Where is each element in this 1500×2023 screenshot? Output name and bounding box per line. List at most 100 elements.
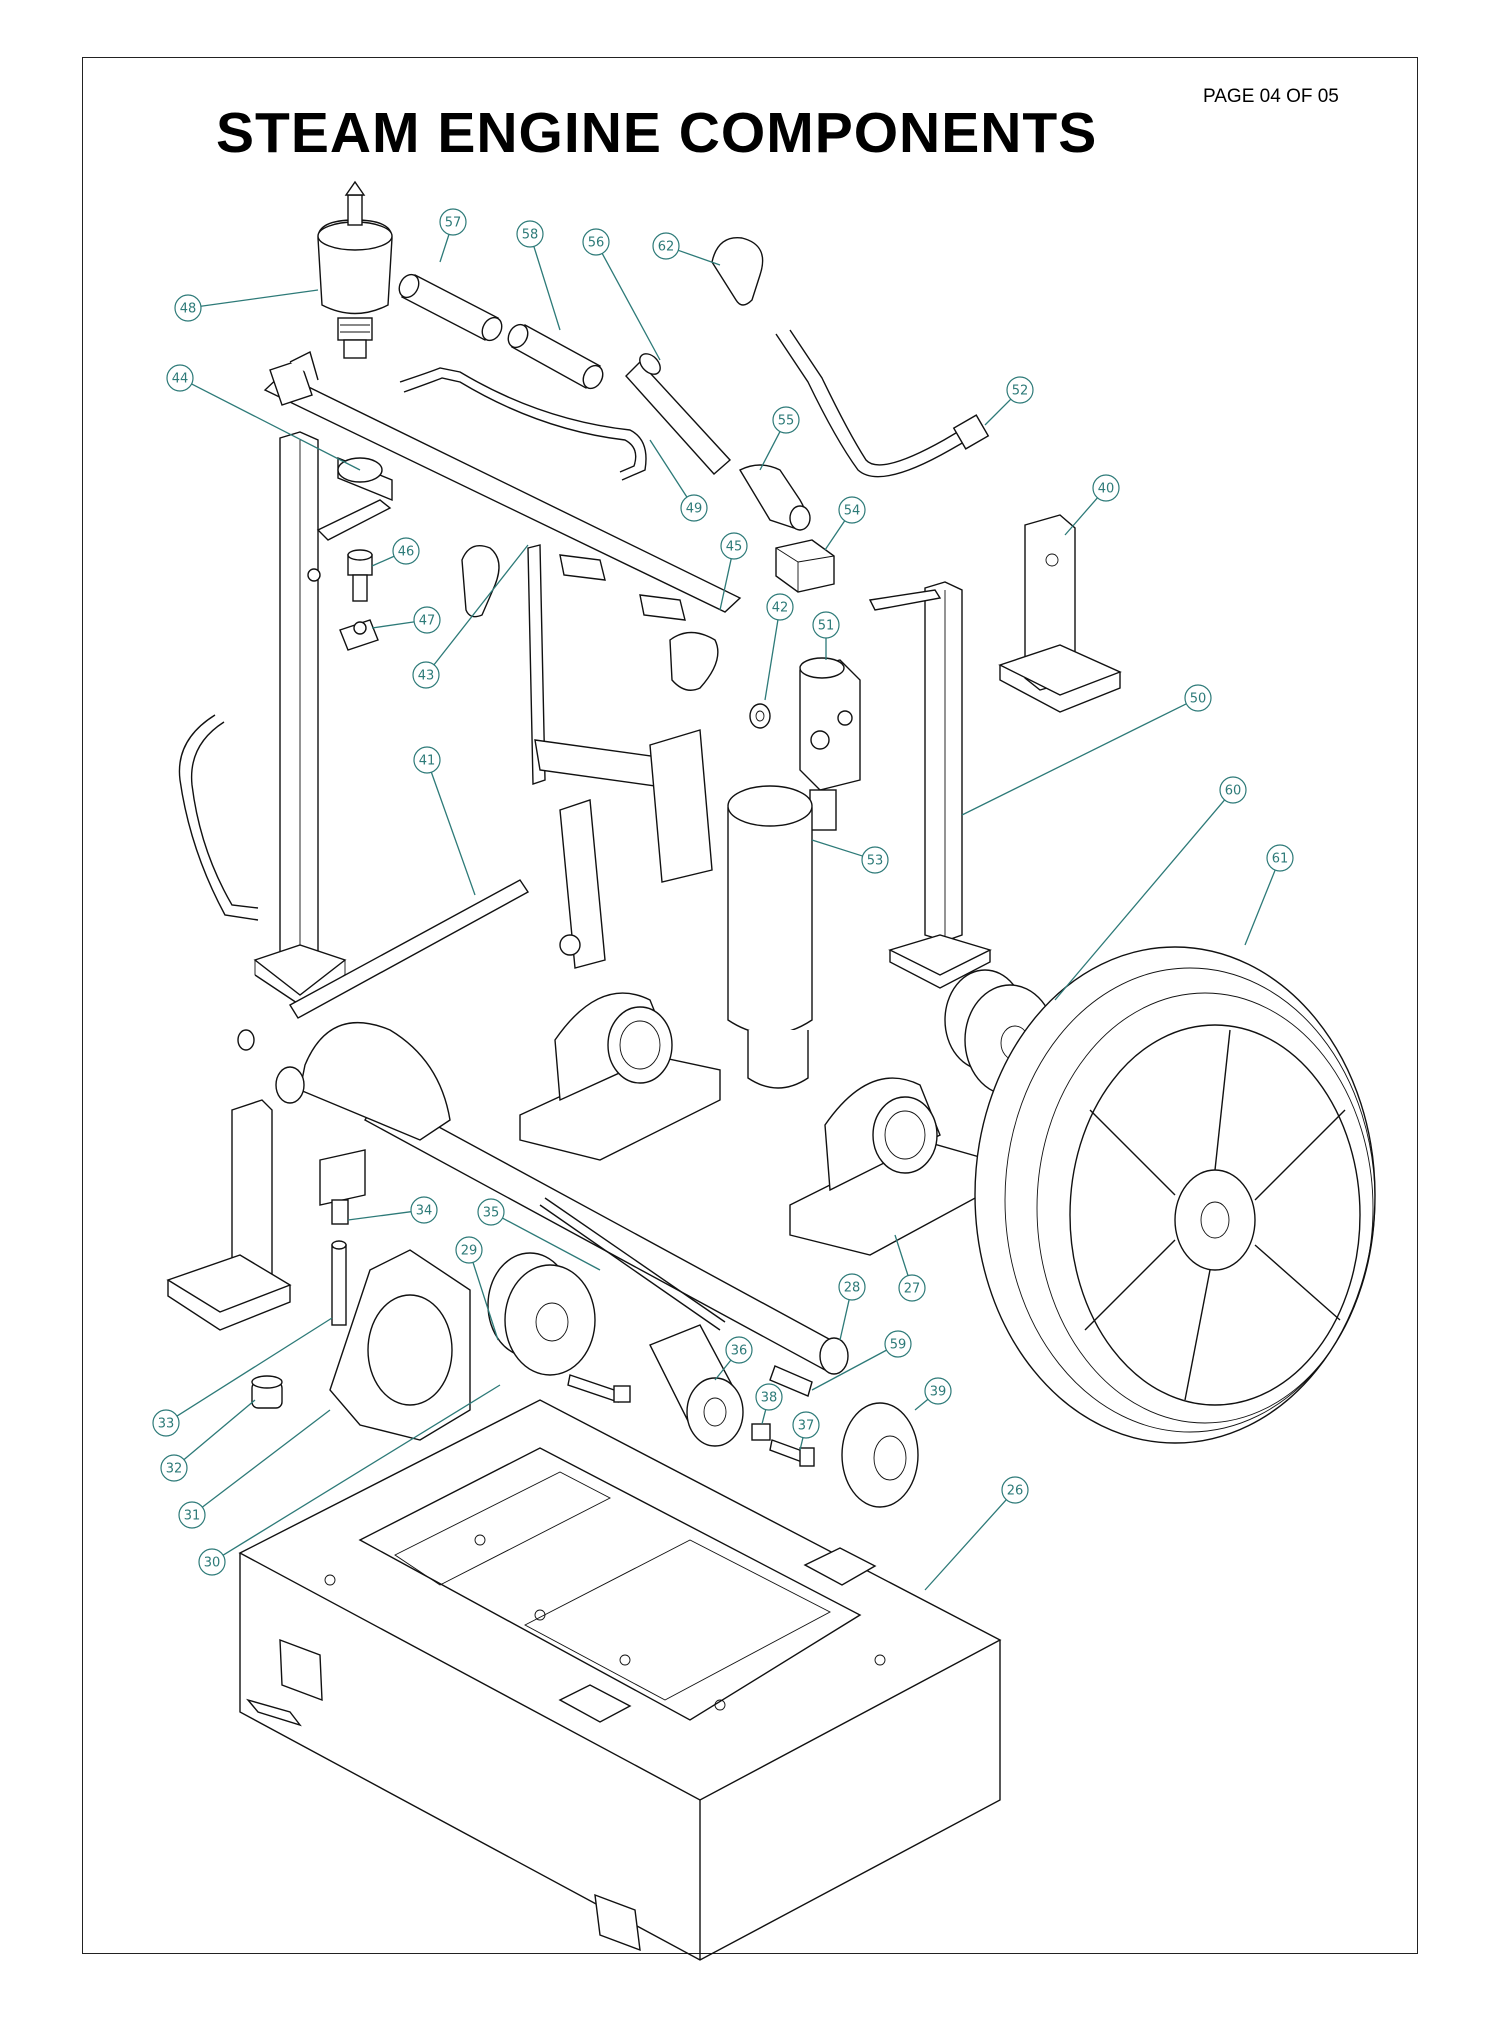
callout-leader (472, 1262, 499, 1341)
callout-leader (839, 1299, 850, 1341)
callout-number: 49 (686, 502, 703, 517)
part-53-cylinder (727, 785, 813, 1089)
callout-bubble (680, 494, 708, 522)
callout-number: 32 (166, 1462, 183, 1477)
callout-leader (759, 431, 781, 471)
callout-bubble (392, 537, 420, 565)
callout-number: 33 (158, 1417, 175, 1432)
callout-leader (433, 544, 529, 666)
callout-leader (200, 289, 319, 307)
callout-54: 54 (824, 496, 866, 551)
callout-bubble (812, 611, 840, 639)
callout-38: 38 (755, 1383, 783, 1425)
callout-leader (761, 1409, 767, 1425)
callout-leader (799, 1437, 804, 1451)
callout-bubble (174, 294, 202, 322)
callout-number: 60 (1225, 784, 1242, 799)
callout-leader (811, 839, 863, 857)
part-42-washer (749, 703, 771, 729)
part-54-block (775, 539, 835, 593)
callout-number: 47 (419, 614, 436, 629)
callout-bubble (413, 746, 441, 774)
callout-47: 47 (371, 606, 441, 634)
callout-number: 38 (761, 1391, 778, 1406)
callout-leader (811, 1349, 887, 1391)
part-26-base-frame (238, 1399, 1002, 1961)
callout-bubble (766, 593, 794, 621)
callout-leader (894, 1234, 909, 1276)
callout-number: 26 (1007, 1484, 1024, 1499)
callout-33: 33 (152, 1317, 333, 1437)
callout-number: 53 (867, 854, 884, 869)
page-number: PAGE 04 OF 05 (1203, 86, 1339, 107)
callout-number: 43 (418, 669, 435, 684)
callout-number: 27 (904, 1282, 921, 1297)
callout-leader (1064, 497, 1098, 536)
callout-number: 39 (930, 1385, 947, 1400)
callout-bubble (410, 1196, 438, 1224)
part-knob-lower (669, 631, 719, 691)
part-base-bracket-left (166, 1099, 292, 1331)
callout-37: 37 (792, 1411, 820, 1451)
part-39-collar (841, 1402, 919, 1508)
callout-34: 34 (347, 1196, 438, 1224)
callout-number: 42 (772, 601, 789, 616)
callout-42: 42 (764, 593, 794, 701)
callout-28: 28 (838, 1273, 866, 1341)
part-37-bolt (769, 1439, 815, 1467)
part-eccentric-rod (534, 729, 713, 969)
callout-56: 56 (582, 228, 661, 361)
part-46-fitting (347, 549, 373, 602)
callout-leader (347, 1211, 412, 1221)
callout-41: 41 (413, 746, 476, 896)
callout-leader (191, 383, 361, 471)
callout-39: 39 (914, 1377, 952, 1411)
callout-number: 31 (184, 1509, 201, 1524)
callout-bubble (455, 1236, 483, 1264)
callout-bubble (861, 846, 889, 874)
part-55-elbow (739, 464, 811, 531)
callout-number: 61 (1272, 852, 1289, 867)
callout-45: 45 (719, 532, 748, 611)
part-62-knob (711, 237, 764, 306)
part-29-pulley (487, 1252, 596, 1376)
callout-leader (678, 249, 721, 266)
callout-26: 26 (924, 1476, 1029, 1591)
callout-number: 62 (658, 240, 675, 255)
callout-44: 44 (166, 364, 361, 471)
callout-bubble (1006, 376, 1034, 404)
callout-leader (502, 1217, 601, 1271)
callout-bubble (516, 220, 544, 248)
callout-bubble (198, 1548, 226, 1576)
callout-leader (439, 234, 450, 263)
callout-bubble (1092, 474, 1120, 502)
callout-leader (533, 246, 561, 331)
callout-leader (984, 398, 1012, 426)
drawing-border (82, 57, 1418, 1954)
callout-bubble (1184, 684, 1212, 712)
callout-leader (914, 1398, 929, 1411)
callout-57: 57 (439, 208, 467, 263)
part-50-column (868, 581, 992, 989)
callout-bubble (652, 232, 680, 260)
callout-29: 29 (455, 1236, 499, 1341)
callout-52: 52 (984, 376, 1034, 426)
callout-number: 36 (731, 1344, 748, 1359)
callout-55: 55 (759, 406, 800, 471)
part-left-column (253, 431, 347, 1006)
callout-leader (1054, 799, 1226, 1001)
part-28-crankshaft (275, 1021, 849, 1375)
callout-48: 48 (174, 289, 319, 322)
callout-bubble (755, 1383, 783, 1411)
callout-leader (430, 772, 476, 896)
callout-bubble (477, 1198, 505, 1226)
part-34-clevis (319, 1149, 366, 1225)
callout-bubble (838, 496, 866, 524)
part-51-valve-body (799, 657, 861, 831)
callout-36: 36 (714, 1336, 753, 1381)
callout-bubble (178, 1501, 206, 1529)
callout-46: 46 (371, 537, 420, 567)
callout-leader (176, 1317, 333, 1417)
